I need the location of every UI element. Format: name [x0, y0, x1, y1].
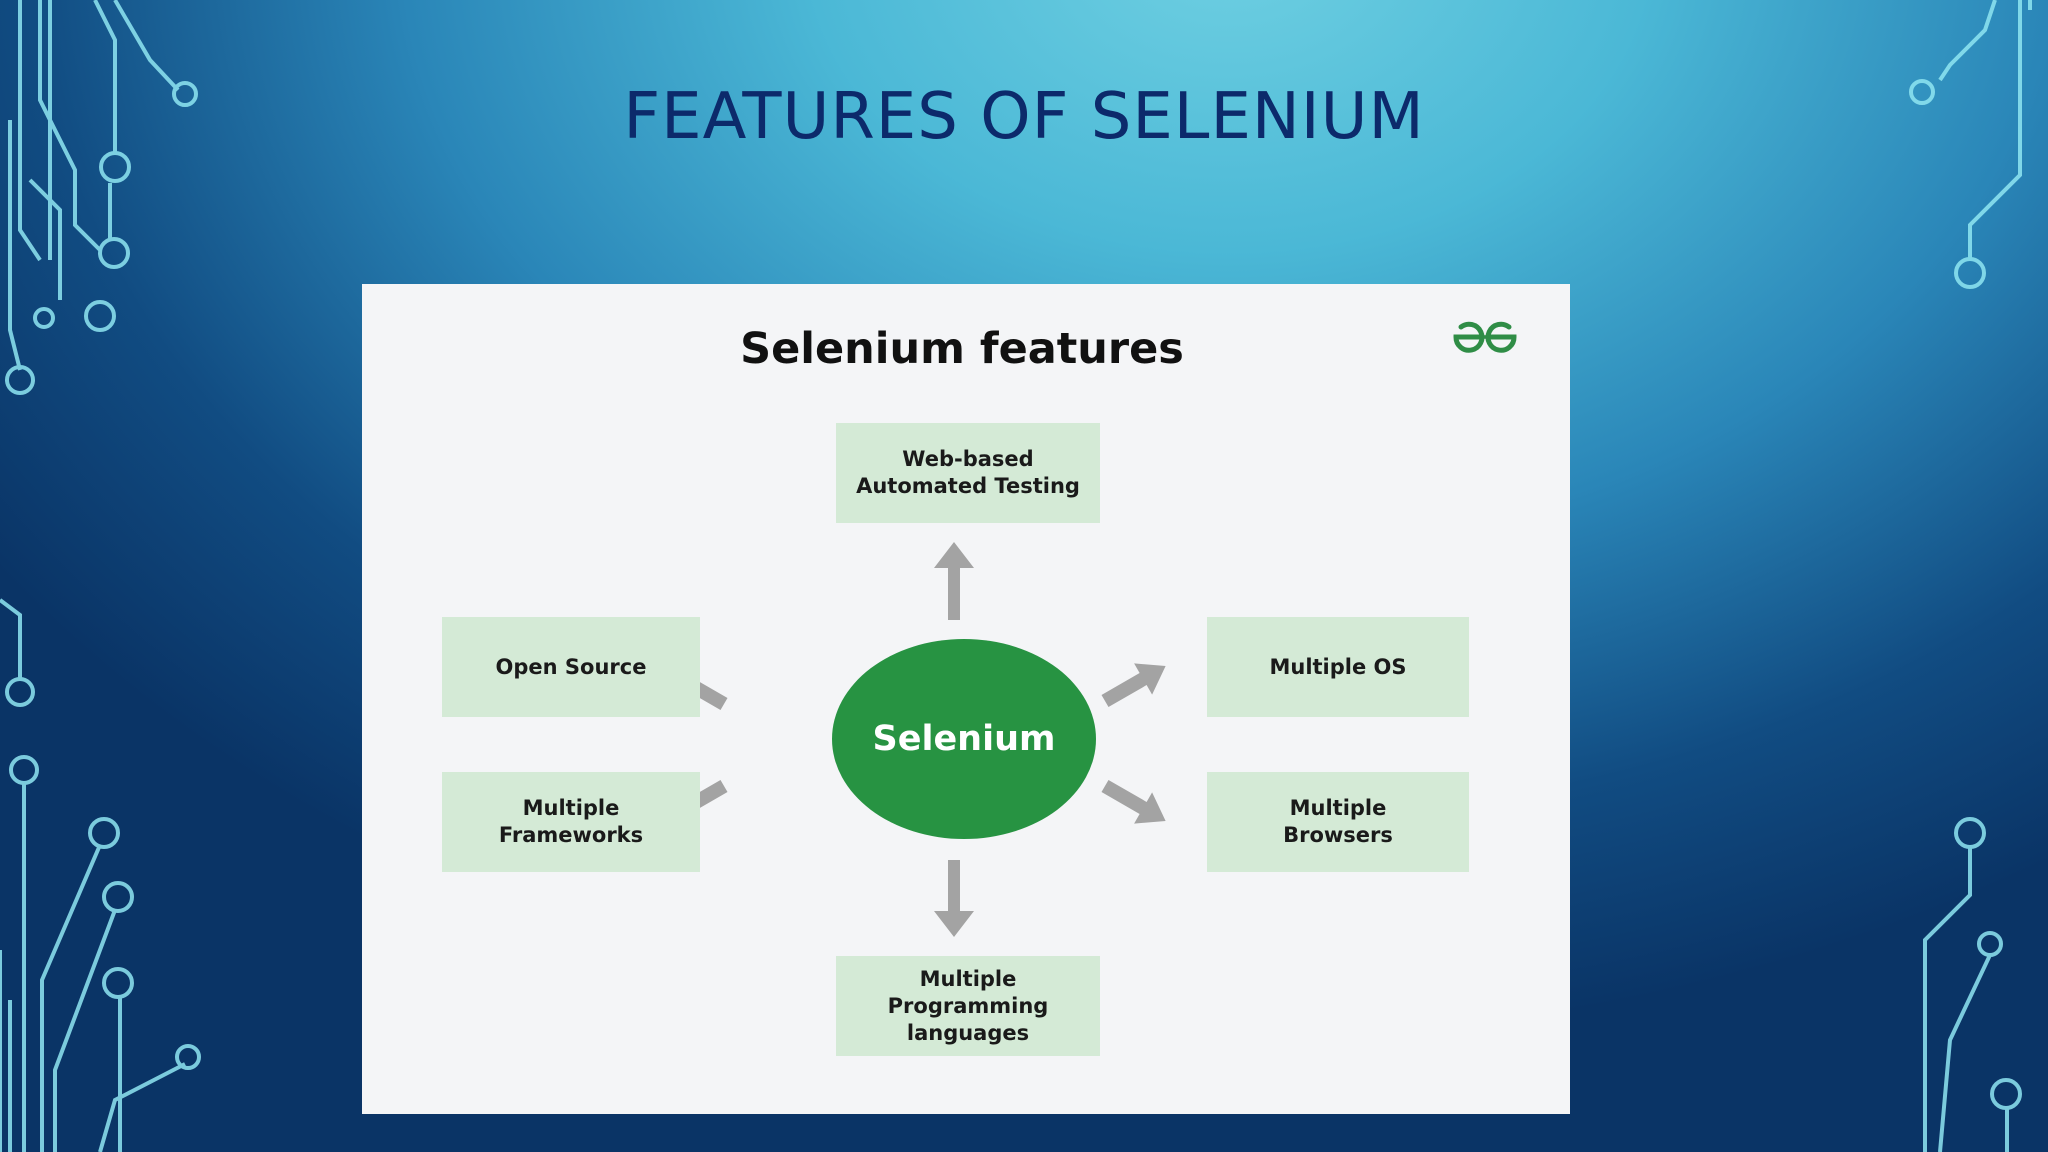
diagram-panel: Selenium features: [362, 284, 1570, 1114]
diagram-title: Selenium features: [740, 324, 1184, 374]
geeksforgeeks-logo-icon: [1453, 321, 1517, 353]
feature-multiple-languages: Multiple Programming languages: [836, 956, 1100, 1056]
feature-multiple-frameworks: Multiple Frameworks: [442, 772, 700, 872]
arrow-up-right-icon: [1101, 663, 1166, 708]
arrow-down-right-icon: [1101, 779, 1166, 824]
feature-multiple-os: Multiple OS: [1207, 617, 1469, 717]
selenium-hub: Selenium: [832, 639, 1096, 839]
slide-title: FEATURES OF SELENIUM: [623, 80, 1425, 154]
feature-multiple-browsers: Multiple Browsers: [1207, 772, 1469, 872]
feature-open-source: Open Source: [442, 617, 700, 717]
feature-web-based-testing: Web-based Automated Testing: [836, 423, 1100, 523]
arrow-down-icon: [934, 860, 974, 937]
arrow-up-icon: [934, 542, 974, 620]
